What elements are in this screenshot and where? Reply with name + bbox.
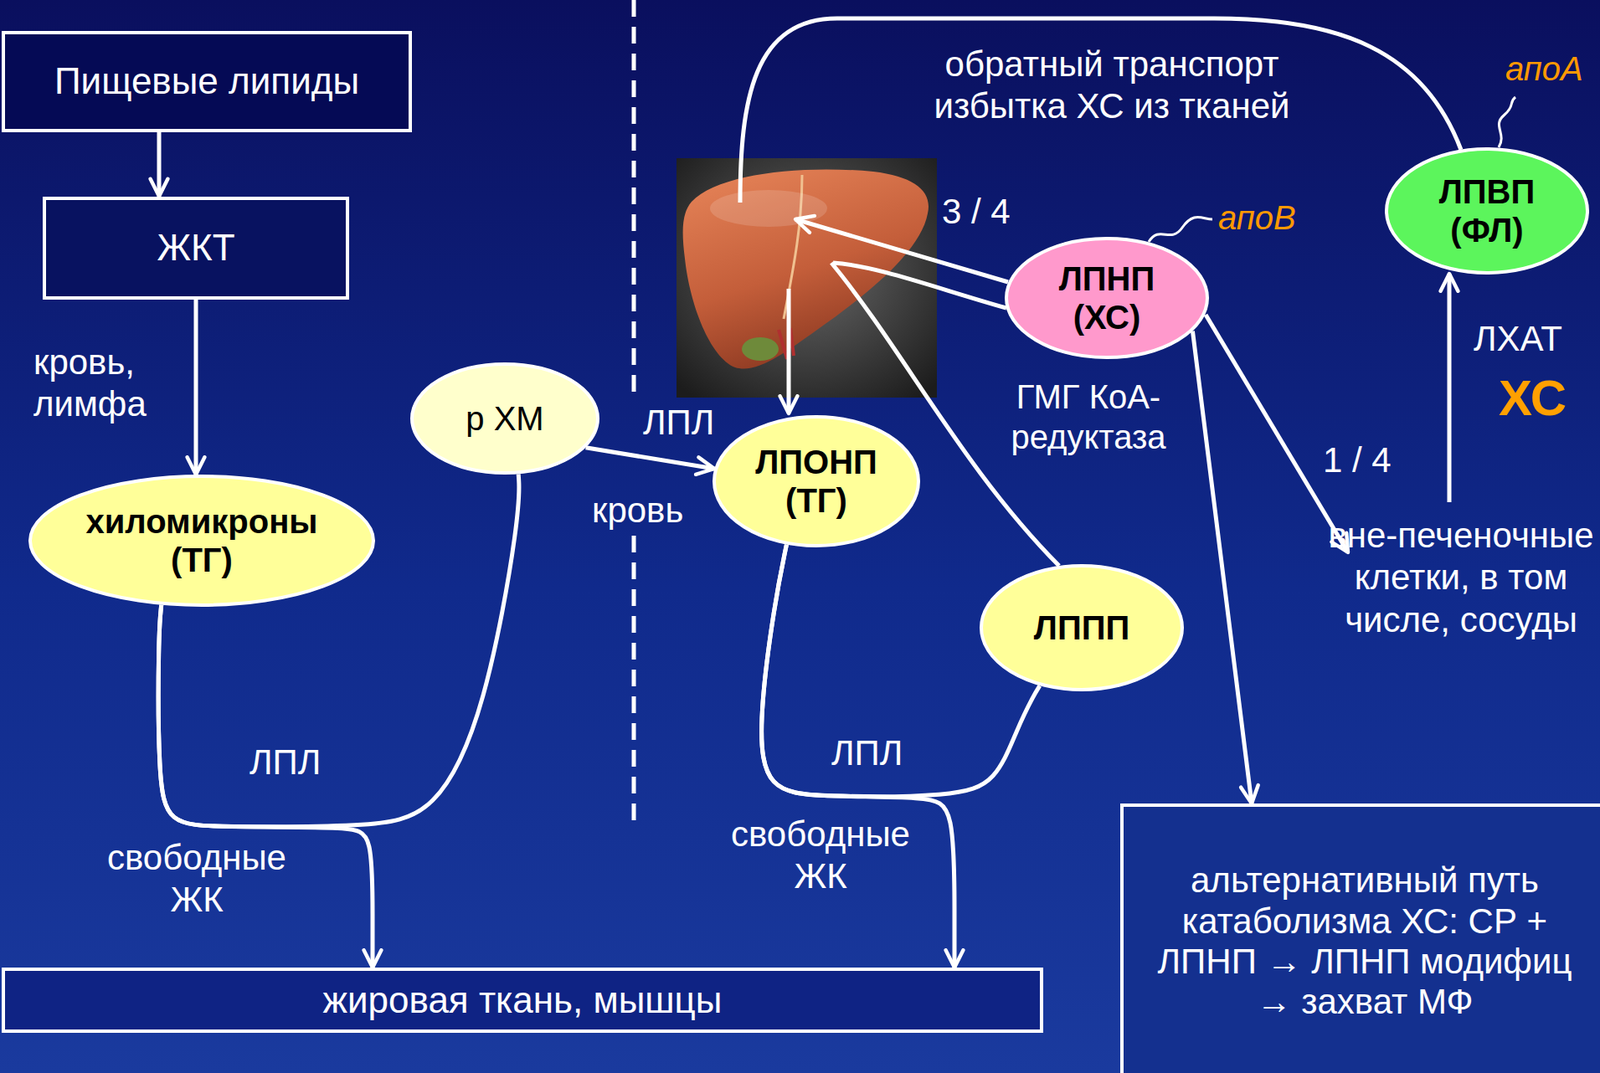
node-text: (ХС) [1059,298,1155,337]
node-text: хиломикроны [85,502,318,541]
lipoprotein-ellipse: хиломикроны(ТГ) [28,474,376,608]
liver-shine [709,190,828,227]
substance-label: ХС [1498,368,1567,429]
ellipse-outline [1384,147,1590,275]
process-box: ЖКТ [42,196,350,300]
node-text: ЖКТ [156,226,235,270]
target-label: вне-печеночные клетки, в том числе, сосу… [1327,514,1595,642]
connector-arrow [157,132,162,197]
edge-label-slot: свободные ЖК [720,813,921,899]
liver-picture [676,158,937,398]
node-text-group: ЛПОНП(ТГ) [755,442,878,520]
label-slot: ЛПЛ [643,401,715,444]
connector-arrow [761,545,1040,798]
lipoprotein-ellipse: р ХМ [410,362,600,475]
enzyme-label: ГМГ КоА-редуктаза [1000,376,1177,458]
dashed-divider [632,0,637,394]
node-text: (ТГ) [755,481,878,520]
ellipse-outline [28,474,376,608]
node-text: ЛПНП [1059,259,1155,299]
connector-arrow [761,545,955,968]
picture-ground [676,158,937,398]
gallbladder [741,337,779,361]
connector-arrow [194,299,199,476]
separator-line [633,0,635,828]
node-text-group: р ХМ [465,399,544,438]
enzyme-label: ЛПЛ [643,401,715,444]
node-text: жировая ткань, мышцы [323,979,723,1023]
ellipse-outline [712,415,921,548]
edge-label: свободные ЖК [720,813,921,899]
edge-label-slot: кровь [591,489,684,532]
node-text: ЛППП [1034,608,1130,648]
annotation-text: обратный транспорт избытка ХС из тканей [927,43,1297,129]
ellipse-shape [981,565,1183,690]
node-text: р ХМ [465,399,544,438]
node-text-group: хиломикроны(ТГ) [85,502,318,580]
edge-label: кровь, лимфа [33,341,193,427]
apoprotein-squiggle [1498,97,1516,148]
pathway-box: альтернативный путь катаболизма ХС: СР +… [1120,803,1600,1073]
node-text: Пищевые липиды [54,60,360,103]
liver-to-vldl-arrow [787,288,792,414]
lipoprotein-ellipse: ЛПВП(ФЛ) [1384,147,1590,275]
node-text-group: ЛПНП(ХС) [1059,259,1155,337]
edge-label-slot: кровь, лимфа [33,341,193,427]
edge-label: свободные ЖК [96,837,298,922]
node-text: (ФЛ) [1439,210,1535,250]
liver-shape [683,169,929,369]
lipoprotein-ellipse: ЛПНП(ХС) [1004,236,1210,360]
fraction-label: 1 / 4 [1322,439,1392,482]
connector-arrow [586,447,716,469]
fraction-label: 3 / 4 [941,190,1011,233]
connector-arrow [1192,331,1252,804]
label-slot: ХС [1498,368,1567,429]
enzyme-label: ЛХАТ [1473,318,1563,361]
edge-label: ЛПЛ [831,732,903,775]
ellipse-outline [1004,236,1210,360]
cells-to-hdl-arrow [1447,273,1452,503]
node-text-group: Пищевые липиды [54,60,360,103]
liver-vessel [778,328,794,360]
node-text: (ТГ) [85,540,318,580]
node-text: альтернативный путь катаболизма ХС: СР +… [1142,860,1587,1023]
label-slot: 1 / 4 [1322,439,1392,482]
tissue-box: жировая ткань, мышцы [1,967,1044,1034]
dashed-divider [632,535,637,828]
node-text: ЛПВП [1439,172,1535,211]
node-text-group: альтернативный путь катаболизма ХС: СР +… [1142,860,1587,1023]
label-slot: апоА [1505,48,1584,89]
ellipse-shape [1386,149,1588,273]
edge-label: кровь [591,489,684,532]
ldl-to-cells-arrow [1205,314,1348,553]
edge-label-slot: свободные ЖК [96,837,298,922]
process-box: Пищевые липиды [1,30,412,133]
apoprotein-label: апоА [1505,48,1584,89]
label-slot: 3 / 4 [941,190,1011,233]
label-slot: ГМГ КоА-редуктаза [1000,376,1177,458]
node-text-group: ЛППП [1034,608,1130,648]
lipoprotein-ellipse: ЛППП [979,564,1184,692]
edge-label-slot: ЛПЛ [249,741,321,784]
ellipse-shape [30,476,374,606]
label-slot: апоВ [1218,197,1297,238]
node-text: ЛПОНП [755,442,878,482]
lipoprotein-ellipse: ЛПОНП(ТГ) [712,415,921,548]
edge-label: ЛПЛ [249,741,321,784]
label-slot: обратный транспорт избытка ХС из тканей [927,43,1297,129]
reverse-transport-line [740,18,1462,203]
apoprotein-squiggle [1148,217,1213,243]
node-text-group: ЛПВП(ФЛ) [1439,172,1535,250]
label-slot: ЛХАТ [1473,318,1563,361]
node-text-group: жировая ткань, мышцы [323,979,723,1023]
apoprotein-label: апоВ [1218,197,1297,238]
edge-label-slot: ЛПЛ [831,732,903,775]
node-text-group: ЖКТ [156,226,235,270]
ellipse-shape [714,416,919,546]
ellipse-shape [1006,238,1208,358]
label-slot: вне-печеночные клетки, в том числе, сосу… [1327,514,1595,642]
ellipse-shape [411,364,598,474]
